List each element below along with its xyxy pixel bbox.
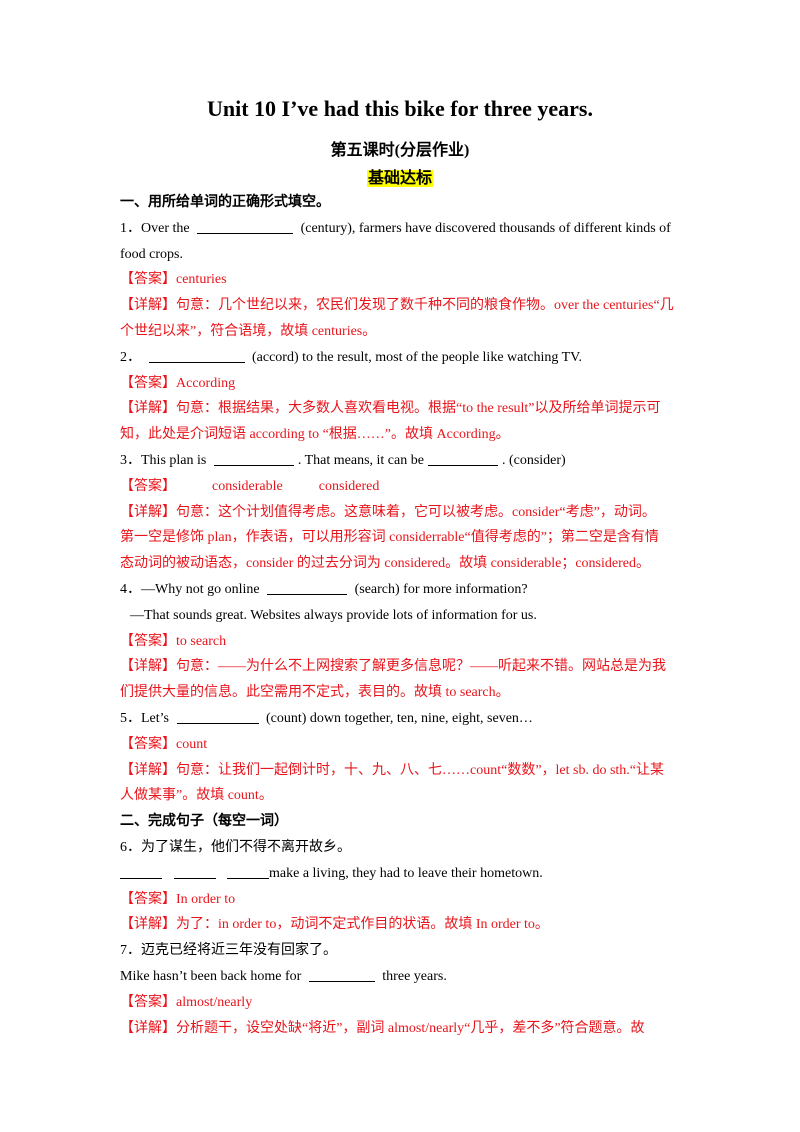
answer-blank[interactable] (120, 864, 162, 879)
detail-6a: 【详解】为了：in order to，动词不定式作目的状语。故填 In orde… (120, 917, 549, 933)
detail-3b: 第一空是修饰 plan，作表语，可以用形容词 considerrable“值得考… (120, 530, 659, 546)
answer-blank[interactable] (176, 709, 259, 724)
answer-blank[interactable] (197, 219, 294, 234)
answer-blank[interactable] (267, 580, 348, 595)
detail-2a: 【详解】句意：根据结果，大多数人喜欢看电视。根据“to the result”以… (120, 401, 661, 417)
question-3: 3．This plan is . That means, it can be. … (120, 451, 566, 468)
question-7: Mike hasn’t been back home for three yea… (120, 967, 447, 984)
answer-blank[interactable] (308, 967, 375, 982)
question-4: 4．—Why not go online (search) for more i… (120, 580, 528, 597)
page-title: Unit 10 I’ve had this bike for three yea… (206, 96, 593, 121)
question-6-prompt: 6．为了谋生，他们不得不离开故乡。 (120, 839, 351, 855)
answer-7: 【答案】almost/nearly (120, 994, 253, 1010)
detail-3a: 【详解】句意：这个计划值得考虑。这意味着，它可以被考虑。consider“考虑”… (120, 504, 656, 520)
answer-blank[interactable] (173, 864, 216, 879)
level-label: 基础达标 (366, 170, 433, 187)
question-7-prompt: 7．迈克已经将近三年没有回家了。 (120, 943, 337, 959)
detail-4a: 【详解】句意：——为什么不上网搜索了解更多信息呢？——听起来不错。网站总是为我 (120, 659, 666, 675)
question-6: make a living, they had to leave their h… (120, 861, 680, 887)
detail-1a: 【详解】句意：几个世纪以来，农民们发现了数千种不同的粮食作物。over the … (120, 298, 674, 314)
answer-blank[interactable] (213, 451, 294, 466)
question-1: 1．Over the (century), farmers have disco… (120, 219, 671, 236)
section2-heading: 二、完成句子（每空一词） (120, 814, 288, 830)
answer-blank[interactable] (427, 451, 498, 466)
question-5: 5．Let’s (count) down together, ten, nine… (120, 709, 533, 726)
detail-2b: 知，此处是介词短语 according to “根据……”。故填 Accordi… (120, 427, 510, 443)
lesson-subtitle: 第五课时(分层作业) (330, 142, 470, 159)
answer-blank[interactable] (148, 348, 245, 363)
answer-4: 【答案】to search (120, 633, 227, 649)
question-2: 2． (accord) to the result, most of the p… (120, 348, 582, 365)
answer-blank[interactable] (227, 864, 269, 879)
detail-5a: 【详解】句意：让我们一起倒计时，十、九、八、七……count“数数”，let s… (120, 762, 665, 778)
detail-4b: 们提供大量的信息。此空需用不定式，表目的。故填 to search。 (120, 685, 510, 701)
section1-heading: 一、用所给单词的正确形式填空。 (120, 195, 330, 210)
exercise-content: 一、用所给单词的正确形式填空。 1．Over the (century), fa… (120, 190, 680, 1041)
detail-7a: 【详解】分析题干，设空处缺“将近”，副词 almost/nearly“几乎，差不… (120, 1020, 645, 1036)
detail-1b: 个世纪以来”，符合语境，故填 centuries。 (120, 323, 377, 339)
level-banner: 基础达标 (0, 164, 800, 188)
answer-2: 【答案】According (120, 375, 236, 391)
answer-5: 【答案】count (120, 736, 208, 752)
detail-3c: 态动词的被动语态，consider 的过去分词为 considered。故填 c… (120, 556, 650, 572)
question-1-cont: food crops. (120, 246, 183, 262)
detail-5b: 人做某事”。故填 count。 (120, 788, 273, 804)
answer-6: 【答案】In order to (120, 891, 236, 907)
question-4-reply: —That sounds great. Websites always prov… (130, 607, 537, 623)
answer-1: 【答案】centuries (120, 272, 227, 288)
